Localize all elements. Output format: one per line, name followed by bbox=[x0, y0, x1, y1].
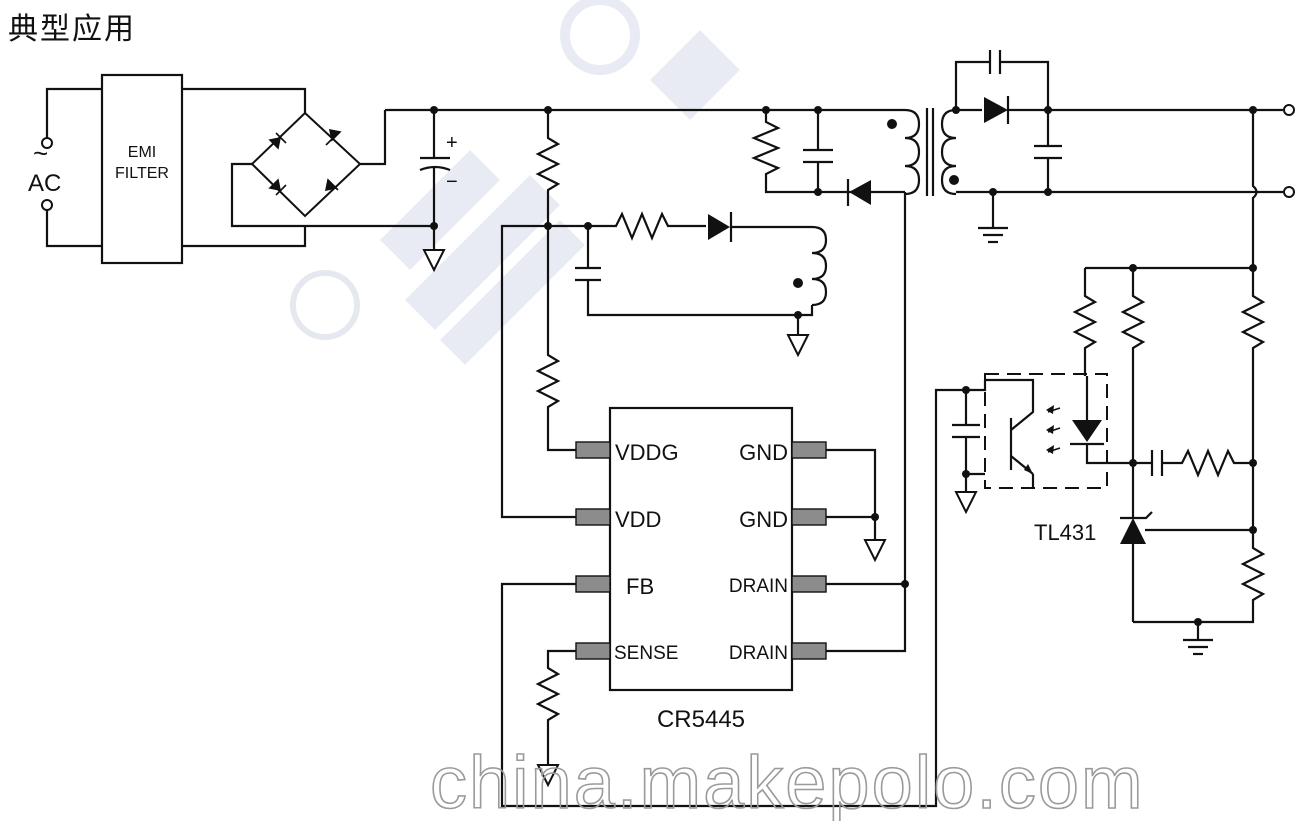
svg-text:EMI: EMI bbox=[128, 144, 156, 161]
aux-winding-circuit bbox=[548, 211, 828, 358]
pin-vddg: VDDG bbox=[615, 440, 679, 465]
emi-filter: EMI FILTER bbox=[100, 73, 307, 265]
ac-tilde: ~ bbox=[33, 138, 48, 168]
svg-text:FILTER: FILTER bbox=[115, 165, 169, 182]
pin-sense: SENSE bbox=[614, 643, 678, 664]
svg-text:−: − bbox=[446, 171, 458, 193]
tl431-label: TL431 bbox=[1034, 520, 1096, 545]
feedback-network: TL431 bbox=[500, 264, 1266, 808]
controller-ic: VDDG VDD FB SENSE GND GND DRAIN DRAIN CR… bbox=[535, 406, 887, 788]
pin-fb: FB bbox=[626, 574, 654, 599]
pin-gnd-2: GND bbox=[739, 507, 788, 532]
pin-drain-2: DRAIN bbox=[729, 643, 788, 664]
svg-text:+: + bbox=[446, 132, 458, 154]
rcd-snubber bbox=[751, 110, 905, 206]
pin-vdd: VDD bbox=[615, 507, 661, 532]
watermark: china.makepolo.com bbox=[430, 741, 1145, 821]
pin-gnd-1: GND bbox=[739, 440, 788, 465]
bulk-capacitor: + − bbox=[305, 110, 458, 273]
output-section bbox=[952, 50, 1295, 268]
transformer bbox=[826, 108, 959, 653]
hv-rail bbox=[385, 106, 905, 114]
background-logo bbox=[290, 0, 740, 365]
ac-label: AC bbox=[28, 170, 61, 197]
pin-drain-1: DRAIN bbox=[729, 576, 788, 597]
page-title: 典型应用 bbox=[8, 12, 136, 47]
ac-input: ~ AC bbox=[28, 87, 102, 248]
chip-name: CR5445 bbox=[657, 706, 745, 733]
bridge-rectifier bbox=[230, 110, 387, 228]
